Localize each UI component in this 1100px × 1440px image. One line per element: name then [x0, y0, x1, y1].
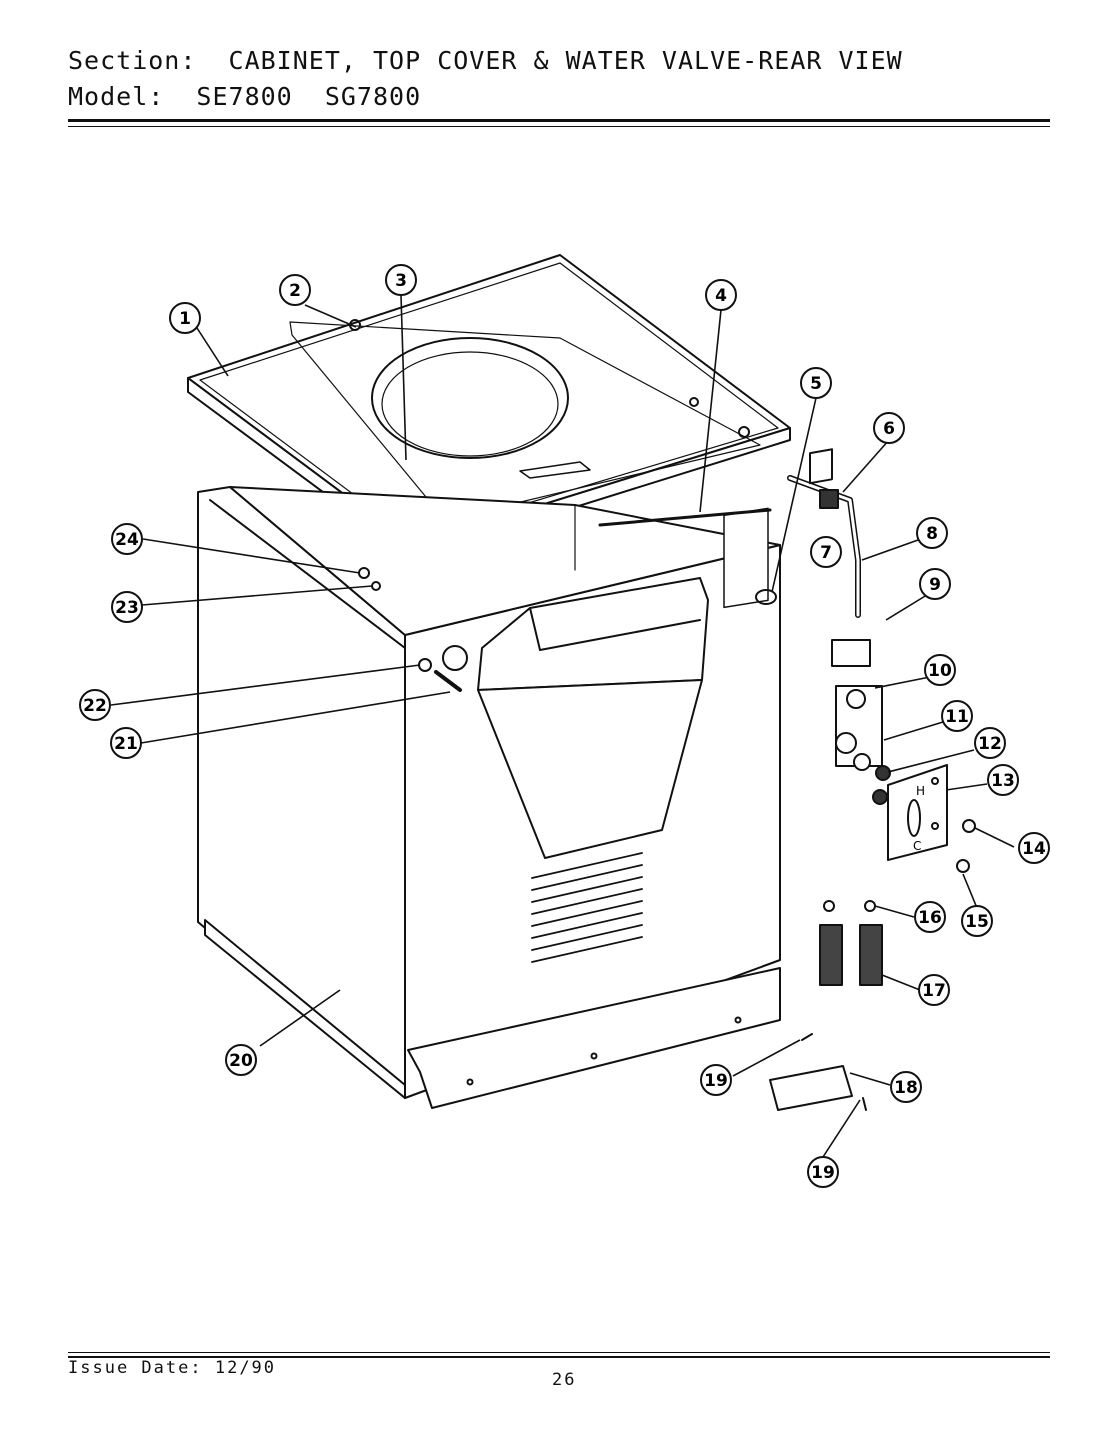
- callout-number: 8: [926, 524, 938, 544]
- water-valve-assembly: [769, 448, 976, 1111]
- callout-7: 7: [810, 536, 842, 568]
- callout-5: 5: [800, 367, 832, 399]
- callout-11: 11: [941, 700, 973, 732]
- callout-18: 18: [890, 1071, 922, 1103]
- callout-17: 17: [918, 974, 950, 1006]
- callout-21: 21: [110, 727, 142, 759]
- callout-number: 20: [229, 1051, 253, 1071]
- callout-1: 1: [169, 302, 201, 334]
- callout-number: 9: [929, 575, 941, 595]
- cabinet: [197, 486, 781, 1099]
- footer-rule: [68, 1356, 1050, 1358]
- leader-lines: [110, 294, 1015, 1158]
- callout-20: 20: [225, 1044, 257, 1076]
- model-numbers: SE7800 SG7800: [196, 82, 422, 111]
- callout-6: 6: [873, 412, 905, 444]
- issue-date: Issue Date: 12/90: [68, 1358, 276, 1378]
- callout-number: 7: [820, 543, 832, 563]
- callout-number: 16: [918, 908, 942, 928]
- top-cover: [187, 254, 791, 559]
- callout-number: 12: [978, 734, 1002, 754]
- callout-13: 13: [987, 764, 1019, 796]
- callout-number: 23: [115, 598, 139, 618]
- callout-23: 23: [111, 591, 143, 623]
- callout-number: 1: [179, 309, 191, 329]
- callout-number: 11: [945, 707, 969, 727]
- section-label: Section:: [68, 46, 197, 75]
- model-heading: Model: SE7800 SG7800: [68, 82, 421, 111]
- callout-19: 19: [700, 1064, 732, 1096]
- callout-number: 19: [704, 1071, 728, 1091]
- callout-number: 18: [894, 1078, 918, 1098]
- section-heading: Section: CABINET, TOP COVER & WATER VALV…: [68, 46, 903, 75]
- callout-2: 2: [279, 274, 311, 306]
- callout-4: 4: [705, 279, 737, 311]
- callout-number: 10: [928, 661, 952, 681]
- callout-15: 15: [961, 905, 993, 937]
- callout-3: 3: [385, 264, 417, 296]
- callout-number: 15: [965, 912, 989, 932]
- callout-12: 12: [974, 727, 1006, 759]
- callout-number: 4: [715, 286, 727, 306]
- callout-number: 2: [289, 281, 301, 301]
- callout-number: 21: [114, 734, 138, 754]
- callout-number: 14: [1022, 839, 1046, 859]
- toe-panel: [407, 967, 781, 1109]
- callout-number: 5: [810, 374, 822, 394]
- callout-10: 10: [924, 654, 956, 686]
- callout-8: 8: [916, 517, 948, 549]
- callout-number: 3: [395, 271, 407, 291]
- issue-value: 12/90: [214, 1358, 277, 1378]
- callout-number: 22: [83, 696, 107, 716]
- callout-number: 19: [811, 1163, 835, 1183]
- callout-number: 13: [991, 771, 1015, 791]
- header-rule-thick: [68, 119, 1050, 122]
- callout-19: 19: [807, 1156, 839, 1188]
- callout-number: 17: [922, 981, 946, 1001]
- callout-14: 14: [1018, 832, 1050, 864]
- callout-22: 22: [79, 689, 111, 721]
- page-number: 26: [552, 1370, 577, 1390]
- issue-label: Issue Date:: [68, 1358, 203, 1378]
- callout-9: 9: [919, 568, 951, 600]
- bracket-letter-hot: H: [916, 784, 925, 798]
- header-rule-thin: [68, 126, 1050, 127]
- bracket-letter-cold: C: [913, 839, 921, 853]
- section-title: CABINET, TOP COVER & WATER VALVE-REAR VI…: [228, 46, 903, 75]
- callout-number: 24: [115, 530, 139, 550]
- footer-rule-thin: [68, 1352, 1050, 1353]
- callout-16: 16: [914, 901, 946, 933]
- model-label: Model:: [68, 82, 165, 111]
- callout-24: 24: [111, 523, 143, 555]
- callout-number: 6: [883, 419, 895, 439]
